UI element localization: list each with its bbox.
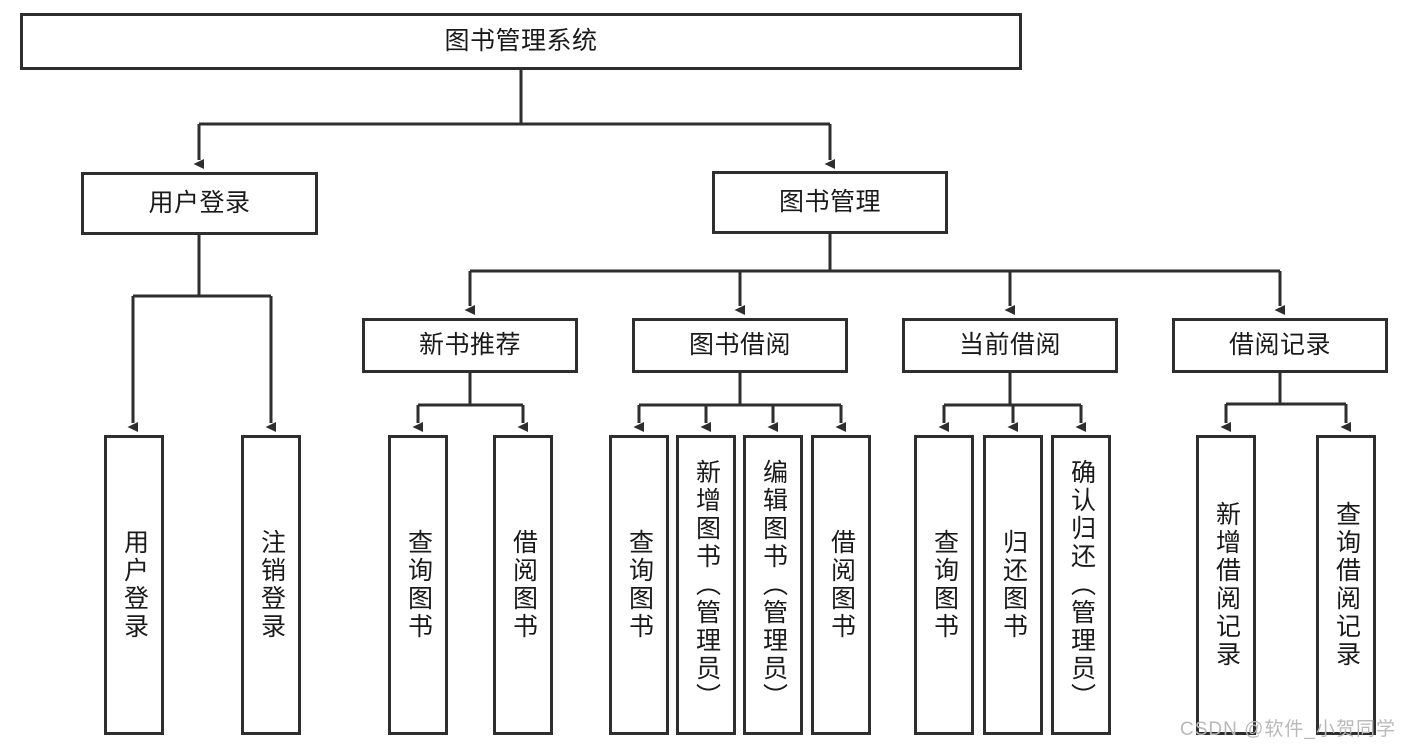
node-label: 查询图书 <box>930 529 959 641</box>
leaf-new-book-borrow[interactable]: 借阅图书 <box>493 435 553 735</box>
leaf-user-login-login[interactable]: 用户登录 <box>104 435 164 735</box>
leaf-user-login-logout[interactable]: 注销登录 <box>241 435 301 735</box>
node-label: 图书管理 <box>778 187 881 216</box>
leaf-current-borrow-query[interactable]: 查询图书 <box>914 435 974 735</box>
leaf-book-borrow-add[interactable]: 新增图书（管理员） <box>676 435 736 735</box>
node-label: 用户登录 <box>148 188 251 217</box>
node-label: 图书管理系统 <box>444 26 598 55</box>
leaf-current-borrow-confirm-return[interactable]: 确认归还（管理员） <box>1051 435 1111 735</box>
node-label: 编辑图书（管理员） <box>759 459 788 711</box>
node-label: 查询图书 <box>625 529 654 641</box>
leaf-book-borrow-borrow[interactable]: 借阅图书 <box>811 435 871 735</box>
node-label: 确认归还（管理员） <box>1067 459 1096 711</box>
leaf-book-borrow-edit[interactable]: 编辑图书（管理员） <box>743 435 803 735</box>
node-current-borrow[interactable]: 当前借阅 <box>902 318 1118 373</box>
leaf-borrow-records-add[interactable]: 新增借阅记录 <box>1196 435 1256 735</box>
node-borrow-records[interactable]: 借阅记录 <box>1172 318 1388 373</box>
node-label: 新增借阅记录 <box>1212 501 1241 669</box>
node-user-login[interactable]: 用户登录 <box>81 172 318 235</box>
node-label: 借阅图书 <box>509 529 538 641</box>
node-root-system[interactable]: 图书管理系统 <box>20 13 1022 70</box>
node-label: 归还图书 <box>999 529 1028 641</box>
csdn-watermark: CSDN @软件_小贺同学 <box>1180 719 1396 740</box>
node-label: 注销登录 <box>257 529 286 641</box>
leaf-new-book-query[interactable]: 查询图书 <box>388 435 448 735</box>
node-label: 图书借阅 <box>688 330 791 359</box>
node-book-borrow[interactable]: 图书借阅 <box>632 318 848 373</box>
node-label: 当前借阅 <box>958 330 1061 359</box>
node-label: 借阅图书 <box>827 529 856 641</box>
leaf-book-borrow-query[interactable]: 查询图书 <box>609 435 669 735</box>
node-book-management[interactable]: 图书管理 <box>712 171 948 234</box>
node-label: 新增图书（管理员） <box>692 459 721 711</box>
leaf-current-borrow-return[interactable]: 归还图书 <box>983 435 1043 735</box>
node-label: 新书推荐 <box>418 330 521 359</box>
node-label: 借阅记录 <box>1228 330 1331 359</box>
leaf-borrow-records-query[interactable]: 查询借阅记录 <box>1316 435 1376 735</box>
node-new-book-recommend[interactable]: 新书推荐 <box>362 318 578 373</box>
node-label: 查询借阅记录 <box>1332 501 1361 669</box>
node-label: 用户登录 <box>120 529 149 641</box>
node-label: 查询图书 <box>404 529 433 641</box>
